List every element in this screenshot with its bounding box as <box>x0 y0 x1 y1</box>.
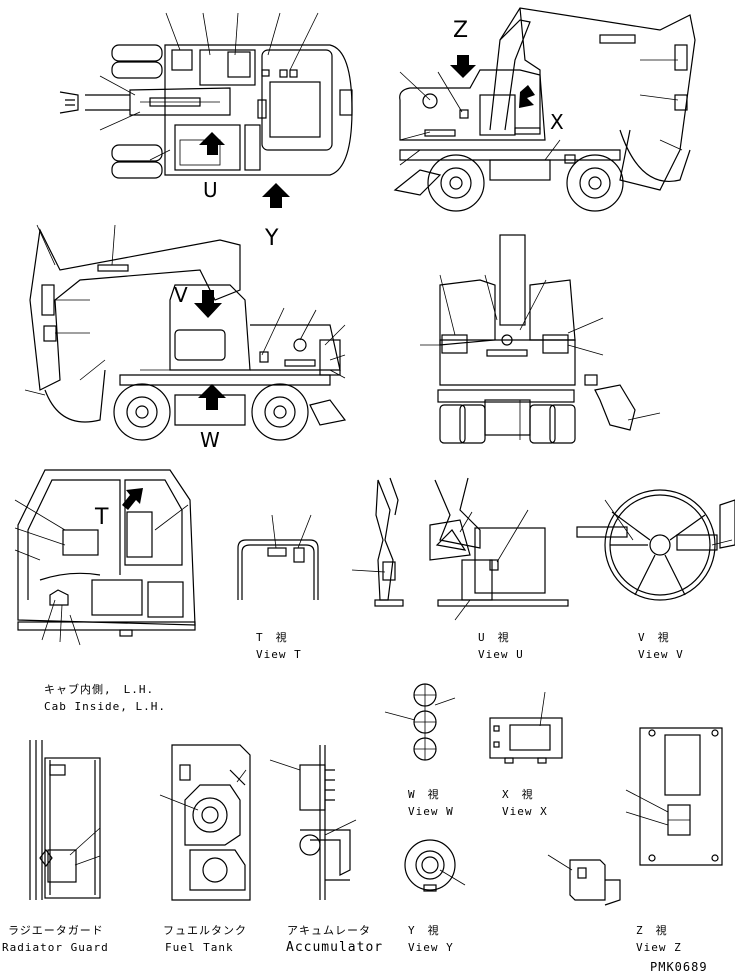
caption-view-u-jp: U 視 <box>478 631 510 644</box>
top-view-machine <box>59 12 353 208</box>
view-x <box>489 691 563 764</box>
view-z <box>625 727 723 866</box>
letter-v: V <box>174 283 188 307</box>
caption-fuel-tank-jp: フュエルタンク <box>163 924 247 937</box>
letter-t: T <box>95 505 109 530</box>
caption-view-w-jp: W 視 <box>408 788 440 801</box>
caption-fuel-tank-en: Fuel Tank <box>165 941 234 954</box>
caption-view-z-en: View Z <box>636 941 682 954</box>
side-view-right <box>393 7 696 212</box>
caption-view-v-en: View V <box>638 648 684 661</box>
side-view-left <box>24 224 347 441</box>
view-v <box>576 489 735 601</box>
letter-w: W <box>200 428 220 452</box>
caption-view-x-en: View X <box>502 805 548 818</box>
caption-view-z-jp: Z 視 <box>636 924 668 937</box>
caption-cab-inside-jp: キャブ内側, L.H. <box>44 683 155 696</box>
letter-x: X <box>550 110 564 134</box>
small-component <box>547 854 621 906</box>
accumulator <box>269 745 357 900</box>
drawing-number: PMK0689 <box>650 960 708 974</box>
cab-inside-view <box>14 469 196 646</box>
view-y <box>404 839 466 892</box>
caption-view-y-jp: Y 視 <box>408 924 440 937</box>
radiator-guard <box>29 740 101 900</box>
front-view <box>420 234 661 444</box>
caption-radiator-guard-en: Radiator Guard <box>2 941 109 954</box>
caption-view-y-en: View Y <box>408 941 454 954</box>
view-t <box>237 514 319 600</box>
caption-view-u-en: View U <box>478 648 524 661</box>
caption-view-x-jp: X 視 <box>502 788 534 801</box>
fuel-tank <box>159 744 251 901</box>
letter-u: U <box>203 178 218 202</box>
view-w <box>384 683 456 761</box>
caption-view-w-en: View W <box>408 805 454 818</box>
caption-view-t-jp: T 視 <box>256 631 288 644</box>
caption-accumulator-jp: アキュムレータ <box>287 924 371 937</box>
caption-accumulator-en: Accumulator <box>286 940 384 955</box>
view-u <box>351 477 569 621</box>
letter-y: Y <box>265 226 279 251</box>
caption-cab-inside-en: Cab Inside, L.H. <box>44 700 166 713</box>
caption-view-t-en: View T <box>256 648 302 661</box>
caption-radiator-guard-jp: ラジエータガード <box>8 924 104 937</box>
letter-z: Z <box>453 18 469 43</box>
caption-view-v-jp: V 視 <box>638 631 670 644</box>
